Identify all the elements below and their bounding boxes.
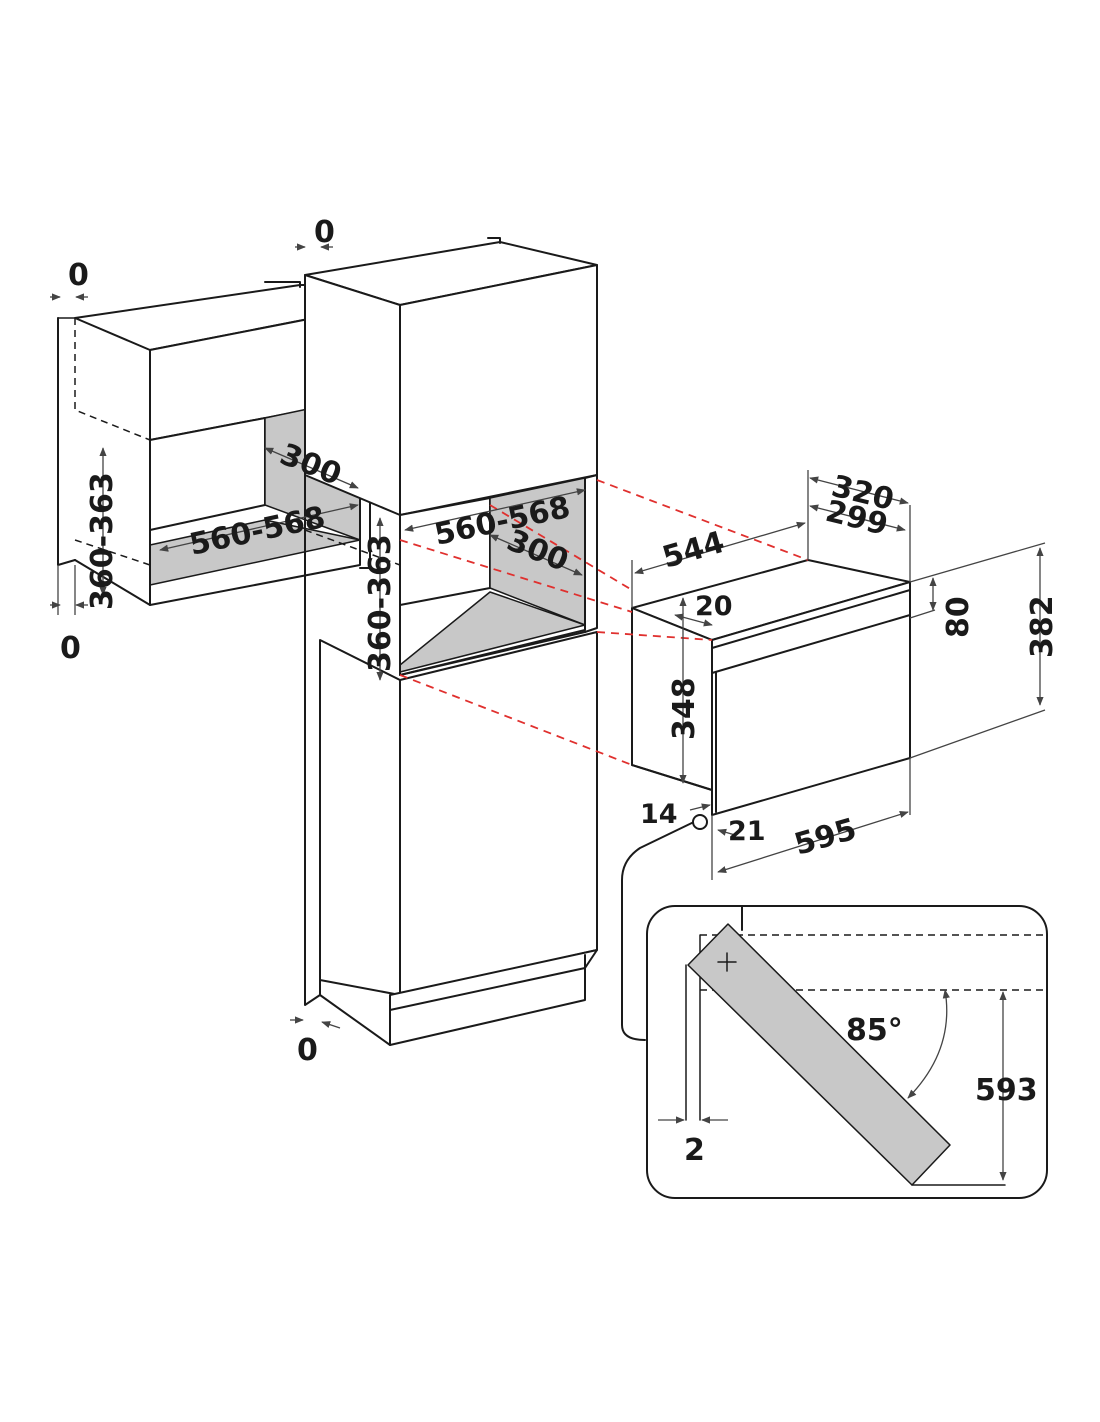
label-front-side-offset: 21 bbox=[728, 816, 766, 847]
dimension-lines bbox=[50, 243, 1046, 1029]
label-front-top-offset: 20 bbox=[695, 591, 733, 622]
label-tall-niche-height: 360-363 bbox=[363, 534, 398, 672]
label-front-height: 382 bbox=[1025, 595, 1060, 658]
label-top-gap-right: 0 bbox=[314, 215, 335, 250]
tall-cabinet bbox=[304, 237, 598, 1046]
label-door-height: 593 bbox=[975, 1073, 1038, 1108]
door-detail-inset bbox=[621, 814, 1048, 1199]
label-bottom-gap-right: 0 bbox=[297, 1033, 318, 1068]
label-panel-height: 80 bbox=[941, 596, 976, 638]
label-door-angle: 85° bbox=[846, 1013, 903, 1048]
detail-callout-marker bbox=[692, 814, 708, 830]
label-front-width: 595 bbox=[791, 812, 861, 863]
label-door-gap: 2 bbox=[684, 1133, 705, 1168]
label-front-thickness: 14 bbox=[640, 799, 678, 830]
label-top-gap-left: 0 bbox=[68, 258, 89, 293]
label-body-width: 544 bbox=[659, 525, 729, 576]
label-upper-niche-height: 360-363 bbox=[85, 472, 120, 610]
label-body-height: 348 bbox=[667, 677, 702, 740]
label-bottom-gap-left: 0 bbox=[60, 631, 81, 666]
door-panel bbox=[687, 923, 951, 1186]
